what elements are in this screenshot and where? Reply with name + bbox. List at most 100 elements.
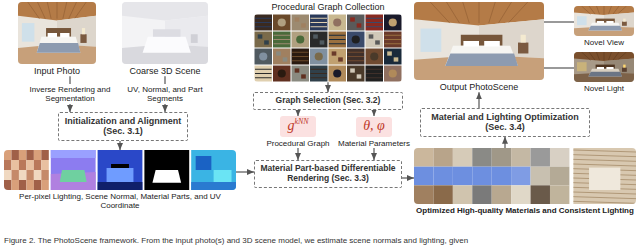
image-part — [588, 23, 622, 31]
image-part — [357, 75, 362, 79]
flow-arrow — [544, 21, 574, 22]
image-part — [472, 167, 491, 186]
image-part — [26, 180, 33, 190]
flow-arrow — [504, 137, 505, 148]
image-part — [597, 6, 600, 14]
image-part — [11, 180, 18, 190]
image-part — [366, 66, 384, 82]
image-part — [366, 78, 383, 79]
image-part — [191, 150, 236, 190]
image-part — [366, 27, 383, 28]
image-part — [499, 2, 512, 23]
image-part — [41, 180, 48, 190]
image-part — [48, 33, 57, 37]
image-part — [622, 22, 627, 26]
process-box: Initialization and Alignment (Sec. 3.1) — [58, 112, 188, 141]
image-part — [511, 167, 530, 186]
image-part — [366, 69, 383, 70]
image-part — [573, 201, 636, 203]
image-part — [311, 22, 328, 23]
image-part — [414, 148, 433, 167]
image-part — [433, 185, 452, 204]
image-part — [320, 41, 325, 45]
image-part — [366, 49, 384, 65]
image-part — [384, 32, 402, 48]
image-part — [385, 35, 402, 36]
image-part — [492, 167, 511, 186]
image-part — [255, 49, 273, 65]
image-part — [550, 167, 569, 186]
image-part — [255, 66, 273, 82]
image-part — [453, 185, 472, 204]
image-frame — [574, 52, 634, 82]
image-part — [19, 150, 26, 160]
image-part — [384, 66, 402, 82]
image-part — [574, 72, 634, 82]
image-part — [51, 150, 96, 190]
image-part — [347, 66, 365, 82]
image-part — [414, 185, 433, 204]
image-part — [292, 49, 310, 65]
image-part — [453, 148, 472, 167]
image-part — [453, 167, 472, 186]
image-part — [596, 19, 615, 23]
image-part — [350, 69, 355, 73]
image-part — [597, 21, 604, 23]
image-part — [609, 52, 612, 60]
image-part — [292, 32, 310, 48]
image-part — [34, 160, 41, 170]
image-part — [384, 15, 402, 31]
novel-light: Novel Light — [574, 52, 634, 93]
image-part — [26, 150, 33, 160]
image-part — [433, 167, 452, 186]
image-part — [461, 35, 503, 46]
image-part — [311, 73, 328, 74]
room-image — [18, 2, 96, 64]
image-part — [111, 164, 129, 168]
image-part — [28, 2, 40, 19]
edge-label: UV, Normal, and Part Segments — [123, 84, 207, 104]
image-frame — [18, 2, 96, 64]
image-part — [255, 78, 272, 79]
figure-caption: Figure 2. The PhotoScene framework. From… — [4, 236, 636, 245]
image-part — [80, 34, 86, 43]
image-part — [329, 35, 346, 36]
image-part — [34, 180, 41, 190]
image-part — [301, 24, 306, 28]
image-part — [366, 15, 384, 31]
image-part — [597, 52, 600, 60]
image-part — [34, 150, 41, 160]
image-part — [573, 159, 636, 161]
image-part — [347, 32, 365, 48]
image-part — [385, 39, 402, 40]
image-part — [144, 150, 189, 190]
graph-collection: Procedural Graph Collection — [254, 2, 402, 82]
image-part — [283, 58, 288, 62]
image-part — [414, 2, 544, 80]
image-part — [366, 18, 383, 19]
flow-arrow — [297, 110, 298, 116]
image-part — [255, 73, 272, 74]
image-part — [47, 2, 51, 19]
image-part — [273, 49, 291, 65]
image-part — [329, 15, 347, 31]
image-part — [348, 61, 365, 62]
superscript: kNN — [294, 117, 308, 126]
image-part — [259, 53, 267, 61]
image-part — [107, 168, 134, 182]
image-part — [329, 44, 346, 45]
optimized-materials: Optimized High-quality Materials and Con… — [414, 148, 636, 215]
image-part — [352, 36, 360, 44]
image-part — [57, 2, 58, 19]
image-part — [350, 18, 355, 22]
image-part — [310, 32, 328, 48]
image-part — [75, 2, 87, 19]
image-part — [311, 78, 328, 79]
symbol-chip: gkNN — [280, 116, 315, 136]
image-part — [597, 67, 604, 69]
image-part — [604, 52, 605, 60]
image-part — [46, 28, 71, 37]
image-part — [152, 170, 181, 183]
image-frame — [4, 150, 236, 190]
image-part — [311, 27, 328, 28]
